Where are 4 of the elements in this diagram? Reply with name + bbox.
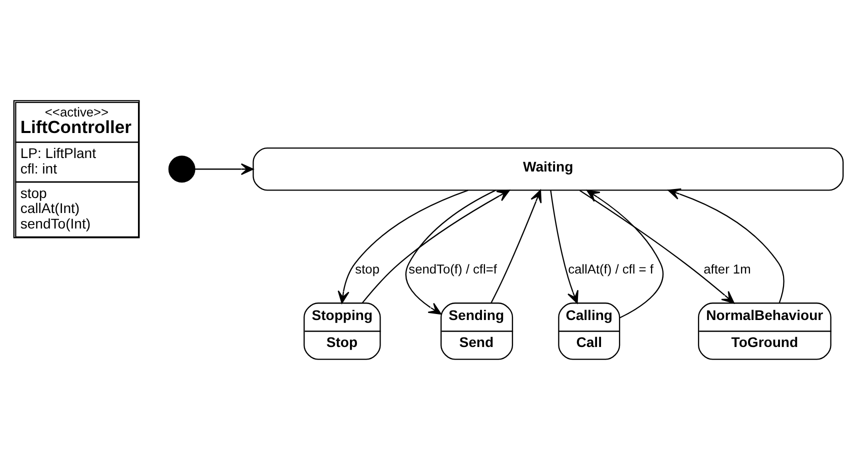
edge-label: sendTo(f) / cfl=f [408,261,497,276]
edge-label: stop [355,261,380,276]
edge-label: callAt(f) / cfl = f [568,261,654,276]
edge-label: after 1m [704,261,751,276]
